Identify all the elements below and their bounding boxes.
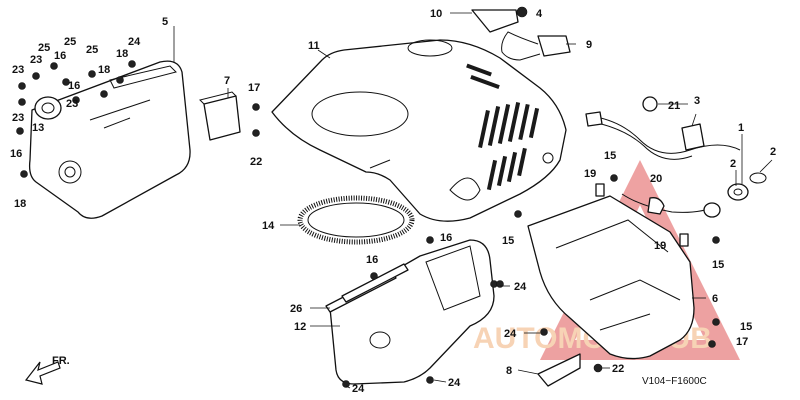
callout-17: 17 (736, 336, 748, 348)
callout-8: 8 (506, 365, 512, 377)
part-4-nut (516, 6, 528, 18)
callout-2: 2 (730, 158, 736, 170)
callout-9: 9 (586, 39, 592, 51)
callouts: 5 25 25 25 24 16 18 23 23 16 18 23 23 13… (10, 8, 776, 395)
watermark-triangle-icon (540, 160, 740, 360)
callout-21: 21 (668, 100, 680, 112)
part-7-bracket (199, 91, 260, 141)
callout-18: 18 (14, 198, 26, 210)
callout-17: 17 (248, 82, 260, 94)
callout-24: 24 (448, 377, 461, 389)
callout-16: 16 (10, 148, 22, 160)
part-9-switch (501, 31, 571, 61)
part-21-clip (642, 96, 658, 112)
callout-25: 25 (86, 44, 98, 56)
callout-12: 12 (294, 321, 306, 333)
part-6-duct (527, 195, 695, 360)
callout-18: 18 (116, 48, 128, 60)
callout-2: 2 (770, 146, 776, 158)
callout-15: 15 (502, 235, 514, 247)
callout-1: 1 (738, 122, 744, 134)
callout-11: 11 (308, 40, 320, 52)
callout-25: 25 (38, 42, 50, 54)
callout-24: 24 (352, 383, 365, 395)
callout-16: 16 (366, 254, 378, 266)
callout-19: 19 (654, 240, 666, 252)
part-20-clamp (647, 197, 665, 215)
callout-13: 13 (32, 122, 44, 134)
part-16-bolt-lower (370, 272, 378, 280)
front-arrow-icon (24, 361, 61, 385)
part-19-clip (595, 183, 689, 247)
callout-23: 23 (66, 98, 78, 110)
callout-7: 7 (224, 75, 230, 87)
callout-24: 24 (504, 328, 517, 340)
callout-15: 15 (604, 150, 616, 162)
front-direction-marker: FR. (24, 355, 70, 385)
callout-24: 24 (514, 281, 527, 293)
part-11-main-cover (271, 39, 567, 222)
callout-18: 18 (98, 64, 110, 76)
left-panel-bolts (16, 60, 136, 178)
callout-26: 26 (290, 303, 302, 315)
part-13-grommet (34, 96, 62, 120)
callout-25: 25 (64, 36, 76, 48)
part-12-lower-cover (329, 236, 498, 388)
part-2-ring (703, 172, 767, 218)
callout-22: 22 (612, 363, 624, 375)
callout-10: 10 (430, 8, 442, 20)
callout-20: 20 (650, 173, 662, 185)
part-22-nut-lower (593, 363, 603, 373)
front-label: FR. (52, 355, 70, 367)
callout-16: 16 (68, 80, 80, 92)
callout-24: 24 (128, 36, 141, 48)
callout-22: 22 (250, 156, 262, 168)
part-15-bolts (514, 174, 720, 348)
part-8-plate (537, 353, 581, 387)
diagram-code: V104−F1600C (642, 376, 707, 387)
callout-6: 6 (712, 293, 718, 305)
callout-16: 16 (54, 50, 66, 62)
part-26-seal-strip (325, 263, 409, 313)
part-5-side-cover (28, 60, 191, 219)
callout-5: 5 (162, 16, 168, 28)
leader-lines (173, 12, 773, 389)
callout-23: 23 (12, 64, 24, 76)
part-3-connector (681, 123, 705, 151)
callout-16: 16 (440, 232, 452, 244)
callout-14: 14 (262, 220, 275, 232)
callout-4: 4 (536, 8, 543, 20)
vent-slots (466, 63, 540, 191)
part-24-bolt-cover (496, 280, 504, 288)
callout-15: 15 (712, 259, 724, 271)
part-14-gasket (297, 195, 415, 245)
part-10-lid (471, 9, 519, 33)
part-1-sensor (727, 183, 749, 201)
callout-15: 15 (740, 321, 752, 333)
part-24-bolt-mid (540, 328, 548, 336)
callout-23: 23 (12, 112, 24, 124)
callout-3: 3 (694, 95, 700, 107)
callout-19: 19 (584, 168, 596, 180)
callout-23: 23 (30, 54, 42, 66)
